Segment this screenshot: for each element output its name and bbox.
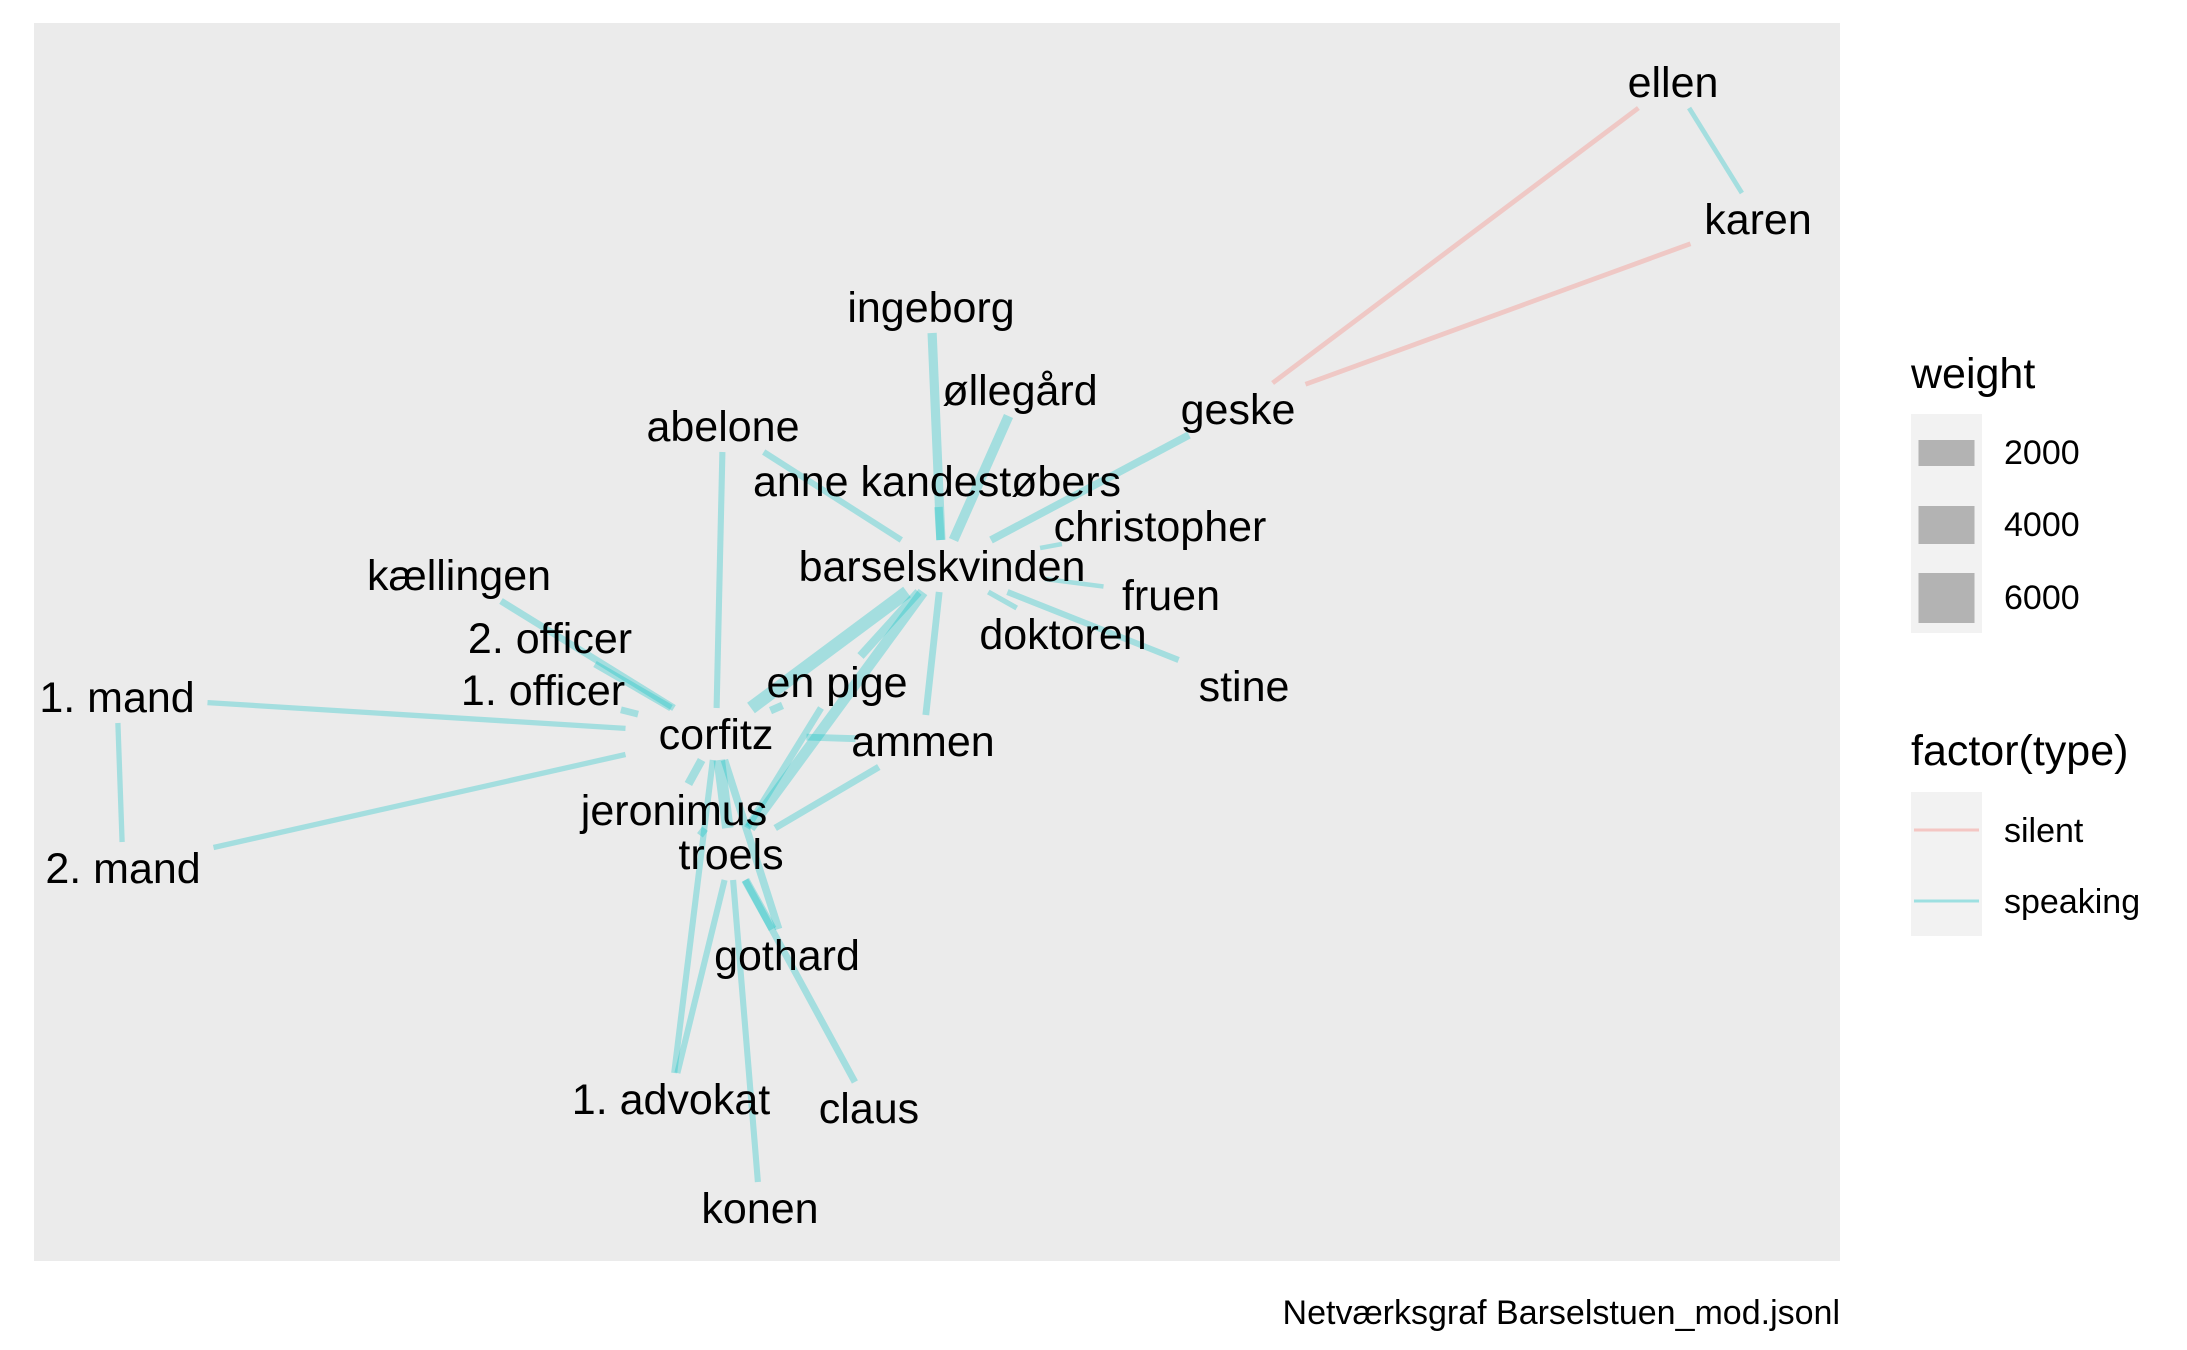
weight-legend-key-4000 — [1918, 506, 1975, 544]
node-label-layer: ellen karen ingeborg øllegård geske abelone an… — [39, 59, 1811, 1233]
edge-mand1-corfitz — [207, 699, 626, 732]
weight-legend-key-6000 — [1918, 573, 1975, 623]
edge-geske-karen — [1304, 241, 1692, 387]
edge-corfitz-jeronimus — [684, 757, 706, 787]
type-legend: factor(type) silent speaking — [1911, 727, 2140, 936]
weight-legend-label-4000: 4000 — [2004, 506, 2080, 544]
node-label-abelone: abelone — [646, 403, 799, 451]
type-legend-key-panel — [1911, 792, 1982, 936]
node-label-officer2: 2. officer — [468, 615, 632, 663]
node-label-fruen: fruen — [1122, 572, 1220, 620]
weight-legend-label-2000: 2000 — [2004, 434, 2080, 472]
weight-legend: weight 2000 4000 6000 — [1910, 350, 2080, 633]
edge-mand1-mand2 — [115, 722, 125, 843]
edge-troels-gothard — [741, 877, 777, 932]
type-legend-title: factor(type) — [1911, 727, 2128, 775]
node-label-kaellingen: kællingen — [367, 552, 551, 600]
node-label-stine: stine — [1199, 663, 1290, 711]
edge-enpige-troels — [744, 706, 824, 830]
chart-caption: Netværksgraf Barselstuen_mod.jsonl — [1283, 1294, 1840, 1332]
edge-barselskvinden-enpige — [857, 589, 922, 659]
node-label-claus: claus — [819, 1085, 919, 1133]
node-label-konen: konen — [701, 1185, 818, 1233]
node-label-gothard: gothard — [714, 932, 860, 980]
edge-barselskvinden-troels — [745, 588, 928, 832]
node-label-troels: troels — [678, 831, 783, 879]
edge-layer — [115, 106, 1744, 1183]
node-label-enpige: en pige — [766, 659, 907, 707]
node-label-doktoren: doktoren — [979, 611, 1146, 659]
node-label-mand1: 1. mand — [39, 674, 194, 722]
node-label-geske: geske — [1181, 386, 1296, 434]
node-label-mand2: 2. mand — [45, 845, 200, 893]
node-label-ingeborg: ingeborg — [847, 284, 1014, 332]
edge-enpige-corfitz — [768, 701, 785, 715]
edge-officer2-corfitz — [593, 661, 673, 711]
node-label-ollegaard: øllegård — [942, 367, 1097, 415]
edge-fruen-barselskvinden — [1044, 576, 1104, 589]
edge-corfitz-troels — [713, 759, 734, 829]
weight-legend-title: weight — [1910, 350, 2035, 398]
node-label-jeronimus: jeronimus — [579, 787, 767, 835]
node-label-anne: anne kandestøbers — [753, 458, 1121, 506]
edge-officer1-corfitz — [620, 706, 639, 718]
node-label-christopher: christopher — [1054, 503, 1267, 551]
edge-troels-claus — [742, 878, 858, 1084]
edge-doktoren-barselskvinden — [986, 589, 1019, 611]
edge-ellen-karen — [1687, 106, 1744, 195]
edge-ollegaard-barselskvinden — [948, 413, 1014, 543]
edge-abelone-corfitz — [713, 451, 726, 709]
weight-legend-label-6000: 6000 — [2004, 579, 2080, 617]
edge-geske-barselskvinden — [989, 431, 1191, 544]
edge-barselskvinden-corfitz — [747, 586, 911, 714]
edge-barselskvinden-ammen — [922, 591, 943, 716]
edge-christopher-barselskvinden — [1039, 541, 1063, 551]
node-label-barselskvinden: barselskvinden — [799, 543, 1086, 591]
edge-corfitz-gothard — [720, 758, 783, 931]
edge-troels-advokat1 — [674, 879, 728, 1074]
node-label-advokat1: 1. advokat — [572, 1076, 770, 1124]
edge-abelone-barselskvinden — [762, 449, 903, 543]
plot-panel — [34, 23, 1840, 1261]
edge-anne-barselskvinden — [934, 506, 945, 541]
edge-mand2-corfitz — [212, 751, 627, 851]
edge-ammen-troels — [773, 764, 881, 831]
edge-geske-ellen — [1271, 106, 1640, 385]
node-label-ellen: ellen — [1628, 59, 1719, 107]
node-label-officer1: 1. officer — [461, 667, 625, 715]
edge-corfitz-advokat1 — [671, 759, 716, 1074]
node-label-karen: karen — [1704, 196, 1812, 244]
edge-troels-konen — [730, 879, 761, 1183]
edge-stine-barselskvinden — [1006, 589, 1180, 663]
type-legend-label-speaking: speaking — [2004, 883, 2140, 921]
edge-kaellingen-corfitz — [499, 598, 676, 711]
edge-ammen-corfitz — [806, 733, 856, 743]
type-legend-label-silent: silent — [2004, 812, 2084, 850]
edge-jeronimus-troels — [697, 826, 708, 838]
edge-ingeborg-barselskvinden — [927, 332, 946, 541]
weight-legend-key-2000 — [1918, 440, 1975, 466]
node-label-ammen: ammen — [851, 718, 994, 766]
node-label-corfitz: corfitz — [659, 711, 774, 759]
